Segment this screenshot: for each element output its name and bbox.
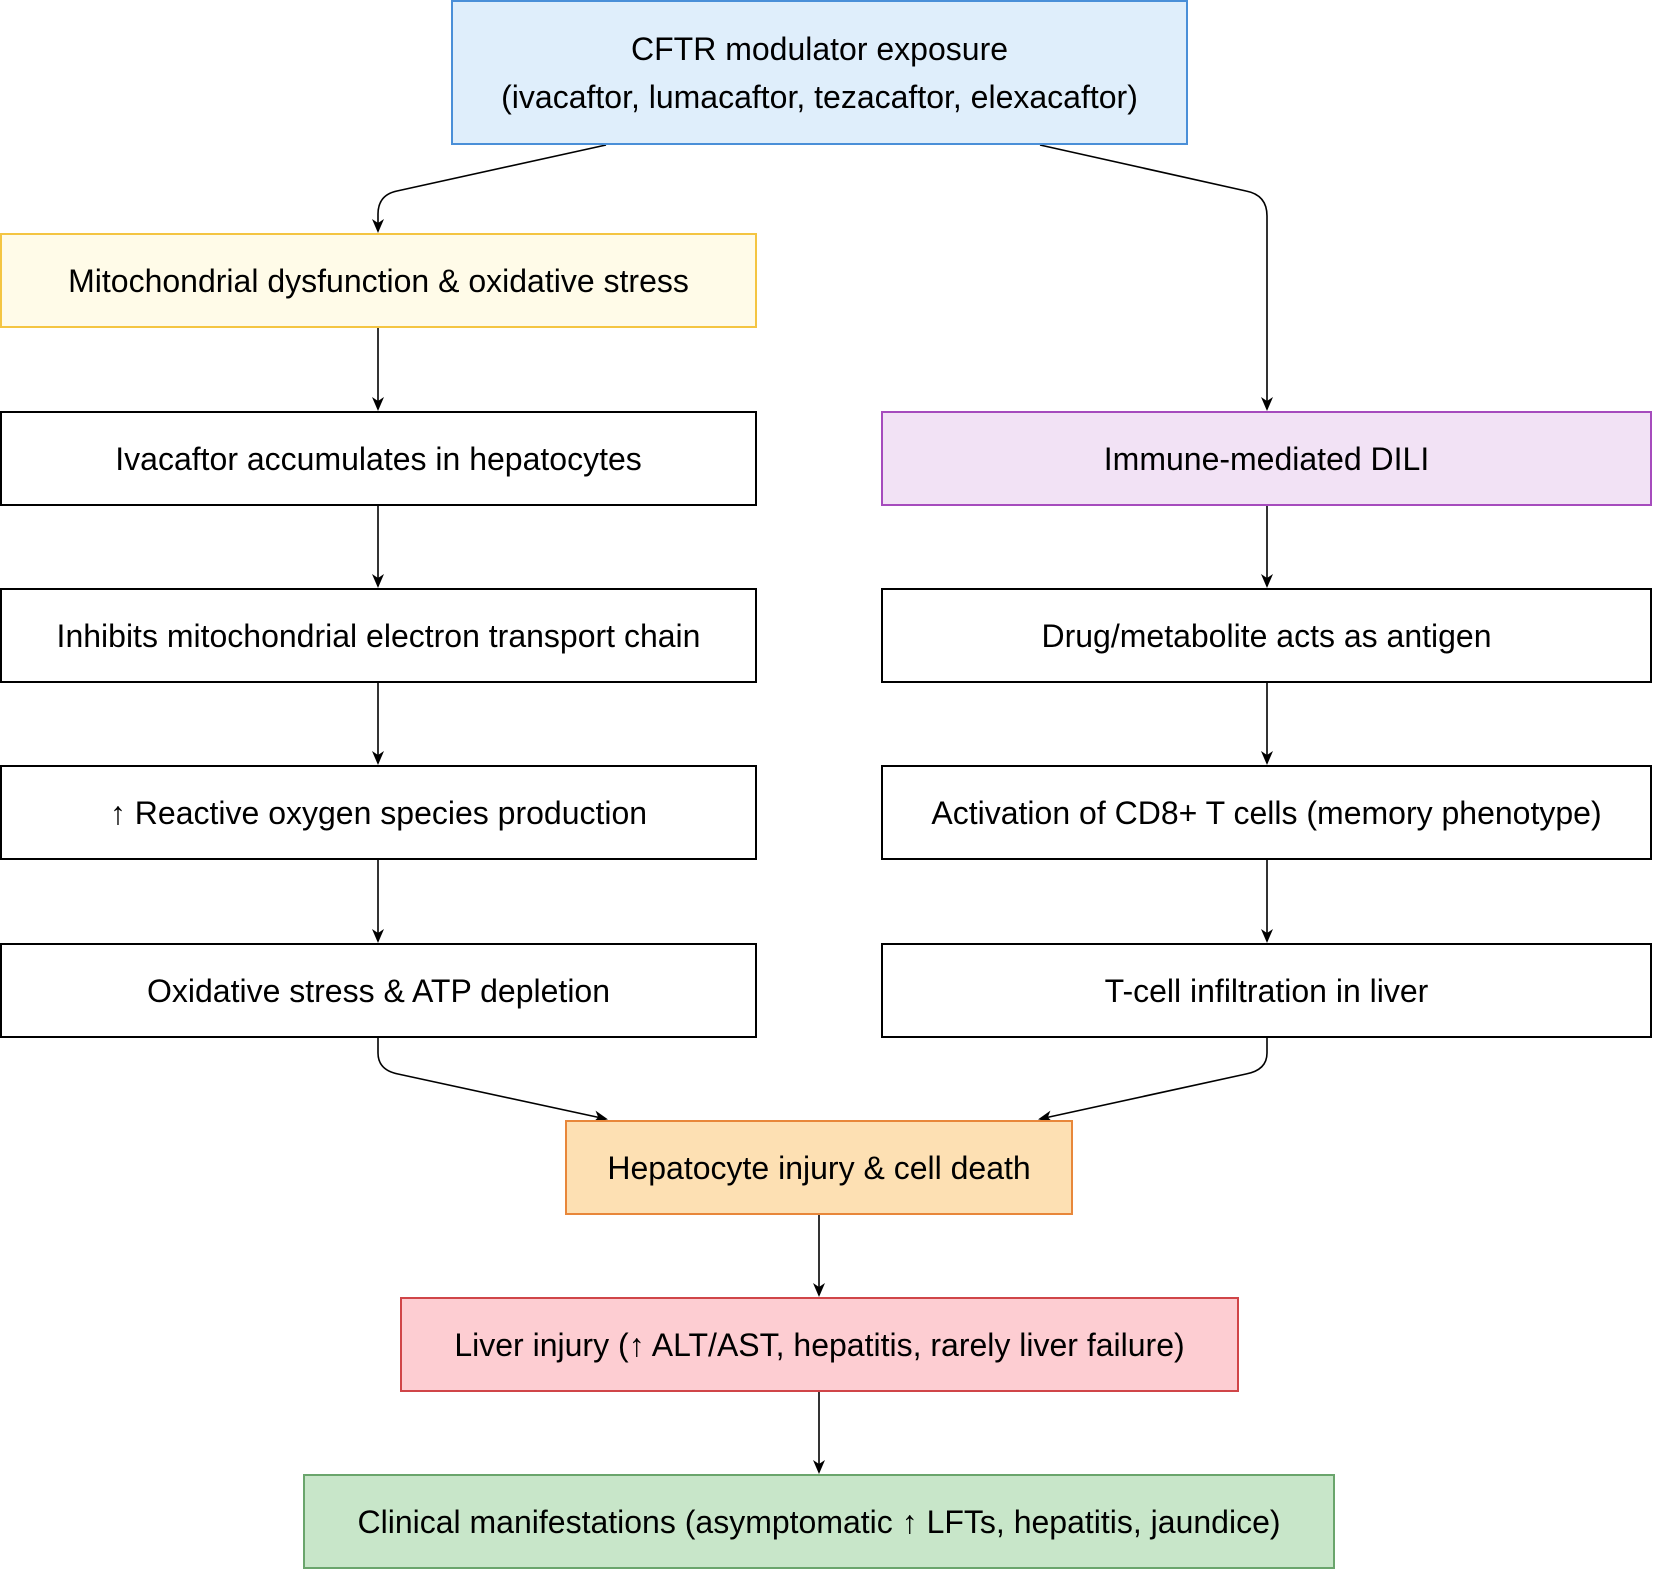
edge-r3-to-hepatocyte [1038, 1038, 1268, 1123]
node-cftr-modulator-exposure: CFTR modulator exposure (ivacaftor, luma… [451, 0, 1188, 145]
node-label: Oxidative stress & ATP depletion [146, 972, 611, 1009]
node-cd8-activation: Activation of CD8+ T cells (memory pheno… [881, 765, 1652, 860]
node-label: ↑ Reactive oxygen species production [109, 794, 648, 831]
edge-l4-to-hepatocyte [377, 1038, 608, 1123]
node-atp-depletion: Oxidative stress & ATP depletion [0, 943, 757, 1038]
node-drug-antigen: Drug/metabolite acts as antigen [881, 588, 1652, 683]
node-label: Ivacaftor accumulates in hepatocytes [115, 440, 642, 477]
node-mitochondrial-dysfunction: Mitochondrial dysfunction & oxidative st… [0, 233, 757, 328]
node-liver-injury: Liver injury (↑ ALT/AST, hepatitis, rare… [400, 1297, 1239, 1392]
edge-exposure-to-mito [372, 144, 607, 233]
node-subtitle-drug-list: (ivacaftor, lumacaftor, tezacaftor, elex… [501, 78, 1138, 115]
node-label: Liver injury (↑ ALT/AST, hepatitis, rare… [454, 1326, 1185, 1363]
node-label: Hepatocyte injury & cell death [607, 1149, 1031, 1186]
node-ros-production: ↑ Reactive oxygen species production [0, 765, 757, 860]
node-inhibits-etc: Inhibits mitochondrial electron transpor… [0, 588, 757, 683]
node-title: CFTR modulator exposure [630, 30, 1009, 67]
node-label: Activation of CD8+ T cells (memory pheno… [931, 794, 1602, 831]
node-hepatocyte-injury: Hepatocyte injury & cell death [565, 1120, 1073, 1215]
node-ivacaftor-accumulates: Ivacaftor accumulates in hepatocytes [0, 411, 757, 506]
node-label: Mitochondrial dysfunction & oxidative st… [68, 262, 689, 299]
node-label: Clinical manifestations (asymptomatic ↑ … [357, 1503, 1281, 1540]
node-label: Immune-mediated DILI [1103, 440, 1430, 477]
node-label: Inhibits mitochondrial electron transpor… [56, 617, 701, 654]
node-clinical-manifestations: Clinical manifestations (asymptomatic ↑ … [303, 1474, 1335, 1569]
node-immune-mediated-dili: Immune-mediated DILI [881, 411, 1652, 506]
node-label: Drug/metabolite acts as antigen [1041, 617, 1492, 654]
node-label: T-cell infiltration in liver [1104, 972, 1429, 1009]
edge-exposure-to-immune [1039, 144, 1273, 411]
node-tcell-infiltration: T-cell infiltration in liver [881, 943, 1652, 1038]
